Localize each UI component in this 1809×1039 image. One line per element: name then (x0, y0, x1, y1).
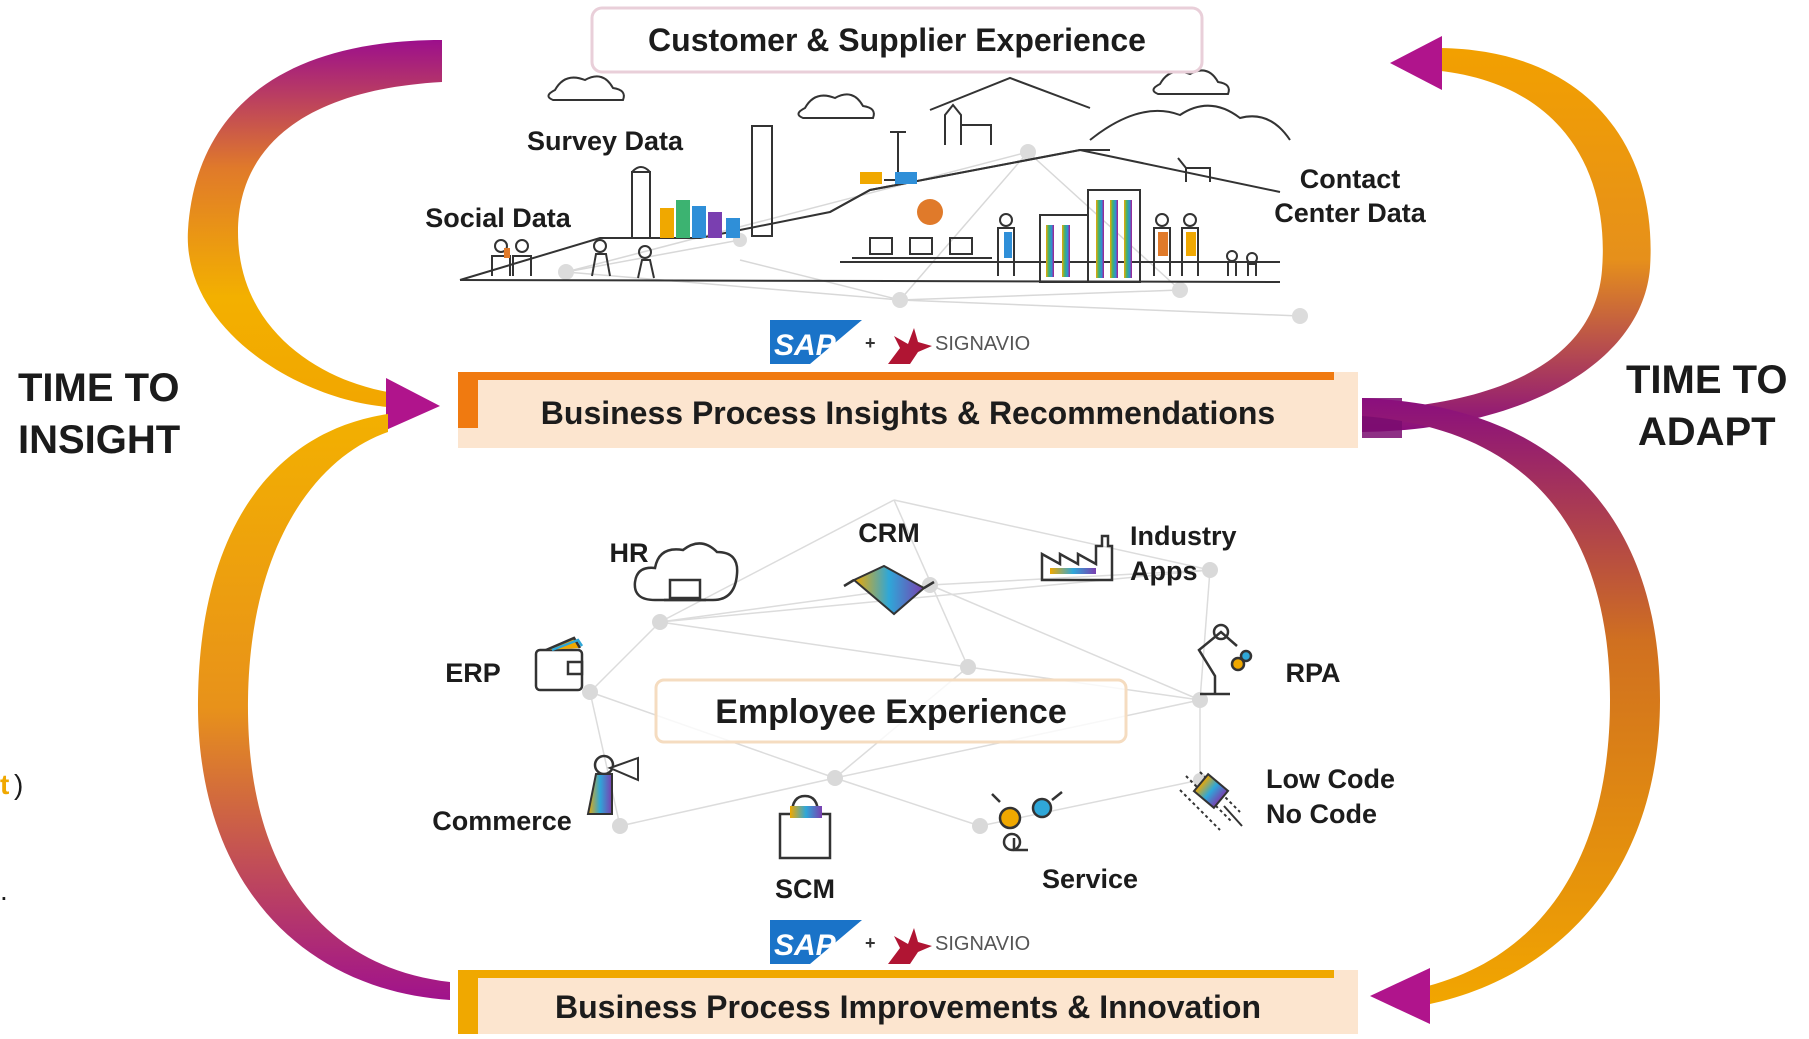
survey-data-label: Survey Data (527, 126, 684, 156)
sap-logo-text: SAP (774, 929, 837, 962)
sap-logo-text: SAP (774, 329, 837, 362)
time-to-adapt-line1: TIME TO (1626, 358, 1788, 402)
employee-experience-title: Employee Experience (715, 693, 1067, 731)
edge-fragment-paren: ) (14, 769, 23, 800)
gears-hand-icon (991, 791, 1063, 852)
sap-signavio-logo-top: SAP + SIGNAVIO (770, 320, 1030, 364)
wallet-icon (534, 636, 584, 692)
time-to-insight-label: TIME TO INSIGHT (18, 362, 180, 466)
rpa-label: RPA (1285, 658, 1340, 688)
insights-bar (458, 372, 1358, 448)
contact-label-line1: Contact (1300, 164, 1401, 194)
logo-plus: + (865, 333, 876, 353)
handshake-icon (843, 564, 935, 616)
code-cursor-icon (1179, 771, 1243, 831)
scm-label: SCM (775, 874, 835, 904)
edge-fragment-dot: . (0, 875, 8, 906)
signavio-logo-text: SIGNAVIO (935, 933, 1030, 955)
robot-arm-icon (1197, 623, 1253, 696)
lowcode-label-line2: No Code (1266, 799, 1377, 829)
arrow-top-left (187, 40, 442, 430)
time-to-adapt-label: TIME TO ADAPT (1626, 354, 1787, 458)
bottom-network-nodes (582, 562, 1218, 834)
improvements-bar-label: Business Process Improvements & Innovati… (555, 989, 1261, 1025)
signavio-logo-text: SIGNAVIO (935, 333, 1030, 355)
social-data-label: Social Data (425, 203, 572, 233)
signavio-deer-icon (888, 328, 932, 364)
hr-label: HR (610, 538, 649, 568)
insights-bar-label: Business Process Insights & Recommendati… (541, 395, 1275, 431)
shopping-bag-icon (778, 794, 832, 860)
signavio-deer-icon (888, 928, 932, 964)
sap-signavio-logo-bottom: SAP + SIGNAVIO (770, 920, 1030, 964)
lowcode-label-line1: Low Code (1266, 764, 1395, 794)
cloud-laptop-icon (633, 542, 739, 602)
crm-label: CRM (858, 518, 920, 548)
arrow-bottom-right (1362, 398, 1660, 1024)
top-title: Customer & Supplier Experience (648, 22, 1146, 58)
city-illustration (459, 69, 1291, 283)
city-color-accents (504, 172, 1196, 278)
commerce-label: Commerce (432, 806, 572, 836)
industry-label-line1: Industry (1130, 521, 1237, 551)
factory-icon (1040, 534, 1114, 582)
arrow-bottom-left (197, 414, 450, 1000)
arrow-top-right (1362, 36, 1651, 438)
edge-fragment-t: t (0, 769, 9, 800)
megaphone-person-icon (586, 754, 639, 815)
top-network (565, 151, 1301, 317)
service-label: Service (1042, 864, 1138, 894)
top-network-nodes (558, 144, 1308, 324)
time-to-insight-line1: TIME TO (18, 366, 180, 410)
time-to-adapt-line2: ADAPT (1637, 410, 1776, 454)
employee-experience-box (654, 678, 1128, 744)
industry-label-line2: Apps (1130, 556, 1198, 586)
logo-plus: + (865, 933, 876, 953)
improvements-bar (458, 970, 1358, 1034)
time-to-insight-line2: INSIGHT (18, 418, 181, 462)
contact-label-line2: Center Data (1274, 198, 1427, 228)
erp-label: ERP (445, 658, 501, 688)
top-title-box (590, 6, 1204, 74)
